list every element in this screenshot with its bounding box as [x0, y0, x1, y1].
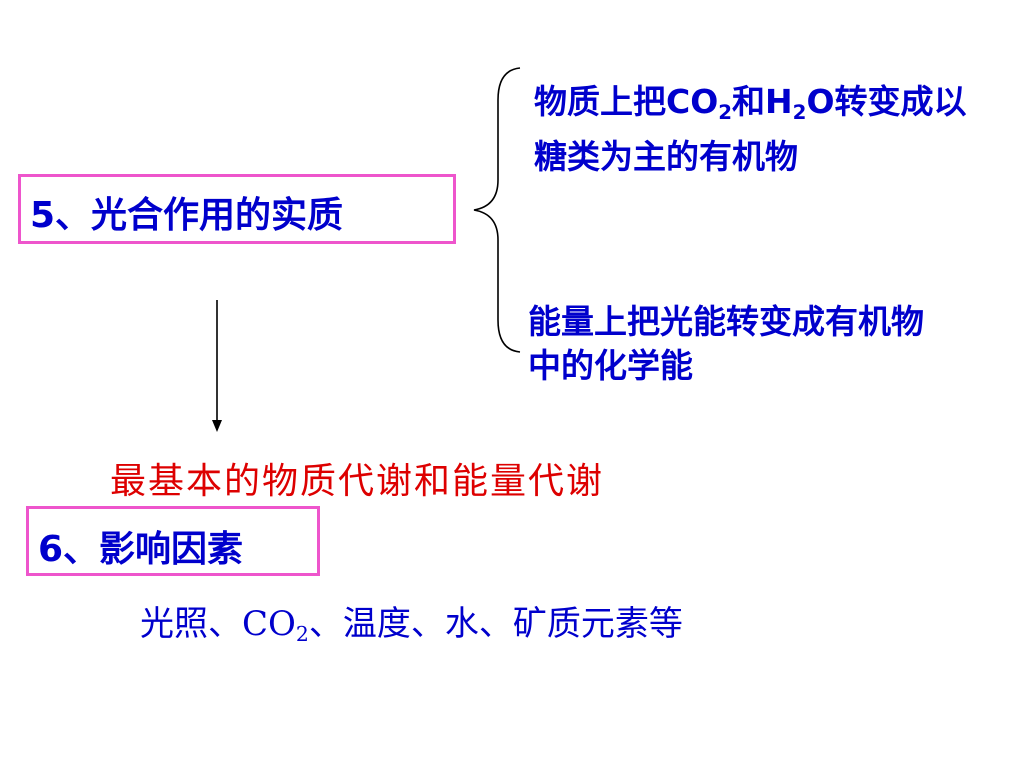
- energy-line1: 能量上把光能转变成有机物: [528, 302, 924, 341]
- curly-brace: [473, 67, 521, 353]
- material-statement: 物质上把CO2和H2O转变成以 糖类为主的有机物: [534, 80, 967, 179]
- material-line2: 糖类为主的有机物: [534, 137, 798, 176]
- section6-heading: 6、影响因素: [38, 529, 244, 570]
- energy-statement: 能量上把光能转变成有机物 中的化学能: [528, 300, 924, 388]
- section5-heading: 5、光合作用的实质: [30, 195, 344, 236]
- factors-list: 光照、CO2、温度、水、矿质元素等: [140, 604, 683, 646]
- conclusion-text: 最基本的物质代谢和能量代谢: [110, 461, 605, 502]
- section6-heading-box: [26, 506, 320, 576]
- down-arrow-head: [212, 420, 222, 432]
- energy-line2: 中的化学能: [528, 346, 693, 385]
- section5-heading-box: [18, 174, 456, 244]
- material-line1: 物质上把CO2和H2O转变成以: [534, 82, 967, 124]
